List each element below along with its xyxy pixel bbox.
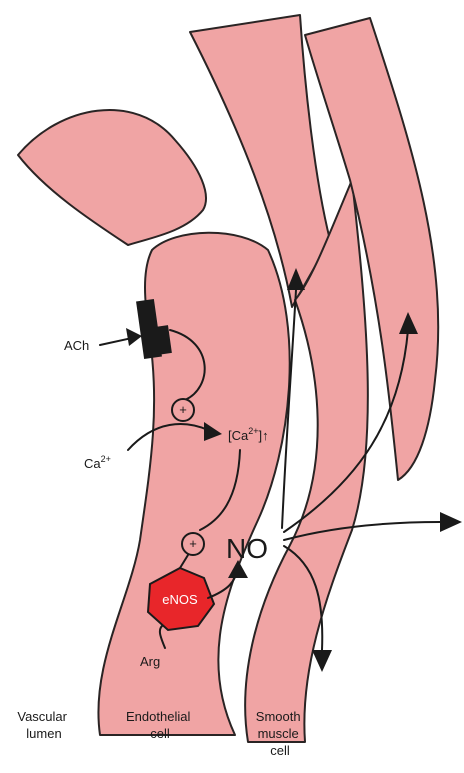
smooth-muscle-cell-label: Smooth muscle cell xyxy=(256,709,304,758)
upper-cell-fragment xyxy=(18,110,206,245)
vascular-lumen-label: Vascular lumen xyxy=(17,709,70,741)
enos-label: eNOS xyxy=(162,592,198,607)
no-label: NO xyxy=(226,533,268,564)
no-arrow-down-head xyxy=(312,650,332,672)
ach-label: ACh xyxy=(64,338,89,353)
ach-arrow-head xyxy=(126,328,142,346)
plus-sign-enos: + xyxy=(189,536,197,551)
arg-label: Arg xyxy=(140,654,160,669)
plus-sign-calcium: + xyxy=(179,402,187,417)
calcium-label: Ca2+ xyxy=(84,454,111,471)
ach-arrow-line xyxy=(100,338,132,345)
no-arrow-right-head xyxy=(440,512,462,532)
